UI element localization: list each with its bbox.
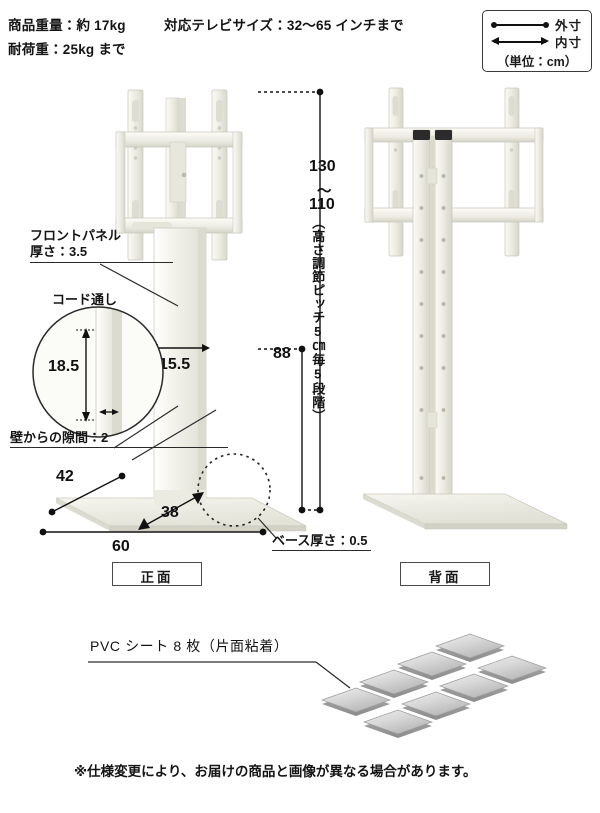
detail-circle-leader-line — [131, 409, 217, 461]
legend-outer-row: 外寸 — [491, 16, 583, 33]
front-view-caption: 正面 — [112, 562, 202, 586]
rear-view-caption: 背面 — [400, 562, 490, 586]
base-width-value: 60 — [112, 538, 130, 555]
cord-hole-detail-circle — [32, 306, 164, 438]
cord-hole-label: コード通し — [52, 292, 118, 307]
rear-view-illustration — [362, 87, 568, 530]
legend-outer-label: 外寸 — [555, 19, 583, 33]
pvc-sheets-illustration — [321, 633, 547, 739]
front-panel-title: フロントパネル — [30, 228, 122, 243]
spec-load-capacity: 耐荷重：25kg まで — [8, 42, 126, 57]
spec-tv-size: 対応テレビサイズ：32～65 インチまで — [164, 18, 404, 33]
panel-width-value: 15.5 — [159, 356, 191, 373]
wall-gap-leader-line — [113, 405, 179, 449]
height-dimension-lines — [258, 88, 324, 514]
outer-dimension-icon — [491, 19, 549, 31]
footer-disclaimer: ※仕様変更により、お届けの商品と画像が異なる場合があります。 — [74, 764, 477, 779]
front-panel-leader-line — [100, 263, 179, 307]
detail-locator-circle — [197, 453, 271, 527]
base-depth-dimension — [48, 472, 126, 516]
base-inner-depth-value: 38 — [161, 504, 179, 521]
legend-inner-row: 内寸 — [491, 33, 583, 50]
base-width-dimension — [39, 528, 267, 536]
legend-unit-label: （単位：cm） — [496, 55, 578, 69]
inner-dimension-icon — [491, 36, 549, 48]
height-adjust-note: （高さ調節ピッチ5㎝毎5段階） — [310, 216, 326, 423]
legend-box: 外寸 内寸 （単位：cm） — [482, 10, 592, 72]
front-panel-thickness: 厚さ：3.5 — [30, 244, 174, 263]
height-min-value: 110 — [309, 196, 335, 213]
wall-gap-label: 壁からの隙間：2 — [10, 430, 229, 449]
legend-inner-label: 内寸 — [555, 36, 583, 50]
front-view-illustration — [55, 89, 307, 532]
height-range-tilde: ～ — [317, 184, 332, 200]
panel-height-value: 88 — [273, 345, 291, 362]
height-max-value: 130 — [309, 158, 336, 175]
pvc-leader-line — [88, 661, 351, 689]
base-thickness-label: ベース厚さ：0.5 — [272, 533, 372, 552]
base-inner-depth-dimension — [138, 492, 204, 530]
pvc-sheet-label: PVC シート 8 枚（片面粘着） — [90, 638, 289, 654]
base-thickness-leader-line — [257, 517, 277, 539]
base-depth-value: 42 — [56, 468, 74, 485]
front-panel-label: フロントパネル 厚さ：3.5 — [30, 228, 174, 263]
cord-hole-height-value: 18.5 — [48, 358, 80, 375]
spec-weight: 商品重量：約 17kg — [8, 18, 126, 33]
